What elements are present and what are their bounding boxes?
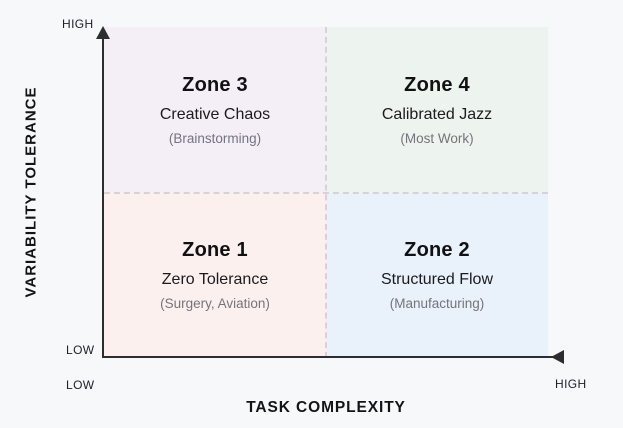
y-axis-low-label: LOW: [66, 343, 95, 357]
zone-4-example: (Most Work): [400, 130, 474, 146]
zone-4-subtitle: Calibrated Jazz: [381, 105, 493, 123]
zone-2-quadrant: Zone 2 Structured Flow (Manufacturing): [326, 192, 548, 358]
y-axis-high-label: HIGH: [62, 17, 94, 31]
y-axis-arrowhead-icon: [96, 26, 110, 39]
zone-3-subtitle: Creative Chaos: [159, 105, 271, 123]
zone-1-example: (Surgery, Aviation): [160, 296, 270, 312]
zone-2-example: (Manufacturing): [389, 296, 485, 312]
plot-area: Zone 3 Creative Chaos (Brainstorming) Zo…: [104, 27, 548, 358]
y-axis-line: [102, 31, 104, 358]
zone-2-title: Zone 2: [404, 239, 470, 262]
zone-1-subtitle: Zero Tolerance: [161, 271, 269, 289]
zone-1-title: Zone 1: [182, 239, 248, 262]
x-axis-title: TASK COMPLEXITY: [246, 399, 406, 416]
zone-3-example: (Brainstorming): [168, 130, 262, 146]
x-axis-arrowhead-icon: [551, 350, 564, 364]
zone-4-title: Zone 4: [404, 73, 470, 96]
zone-2-subtitle: Structured Flow: [380, 271, 494, 289]
horizontal-dashed-divider: [104, 191, 548, 194]
zone-4-quadrant: Zone 4 Calibrated Jazz (Most Work): [326, 27, 548, 193]
x-axis-line: [103, 356, 553, 358]
y-axis-title: VARIABILITY TOLERANCE: [22, 86, 40, 298]
x-axis-low-label: LOW: [66, 378, 95, 392]
zone-1-quadrant: Zone 1 Zero Tolerance (Surgery, Aviation…: [104, 192, 326, 358]
x-axis-high-label: HIGH: [555, 377, 587, 391]
zone-3-quadrant: Zone 3 Creative Chaos (Brainstorming): [104, 27, 326, 193]
zone-3-title: Zone 3: [182, 73, 248, 96]
